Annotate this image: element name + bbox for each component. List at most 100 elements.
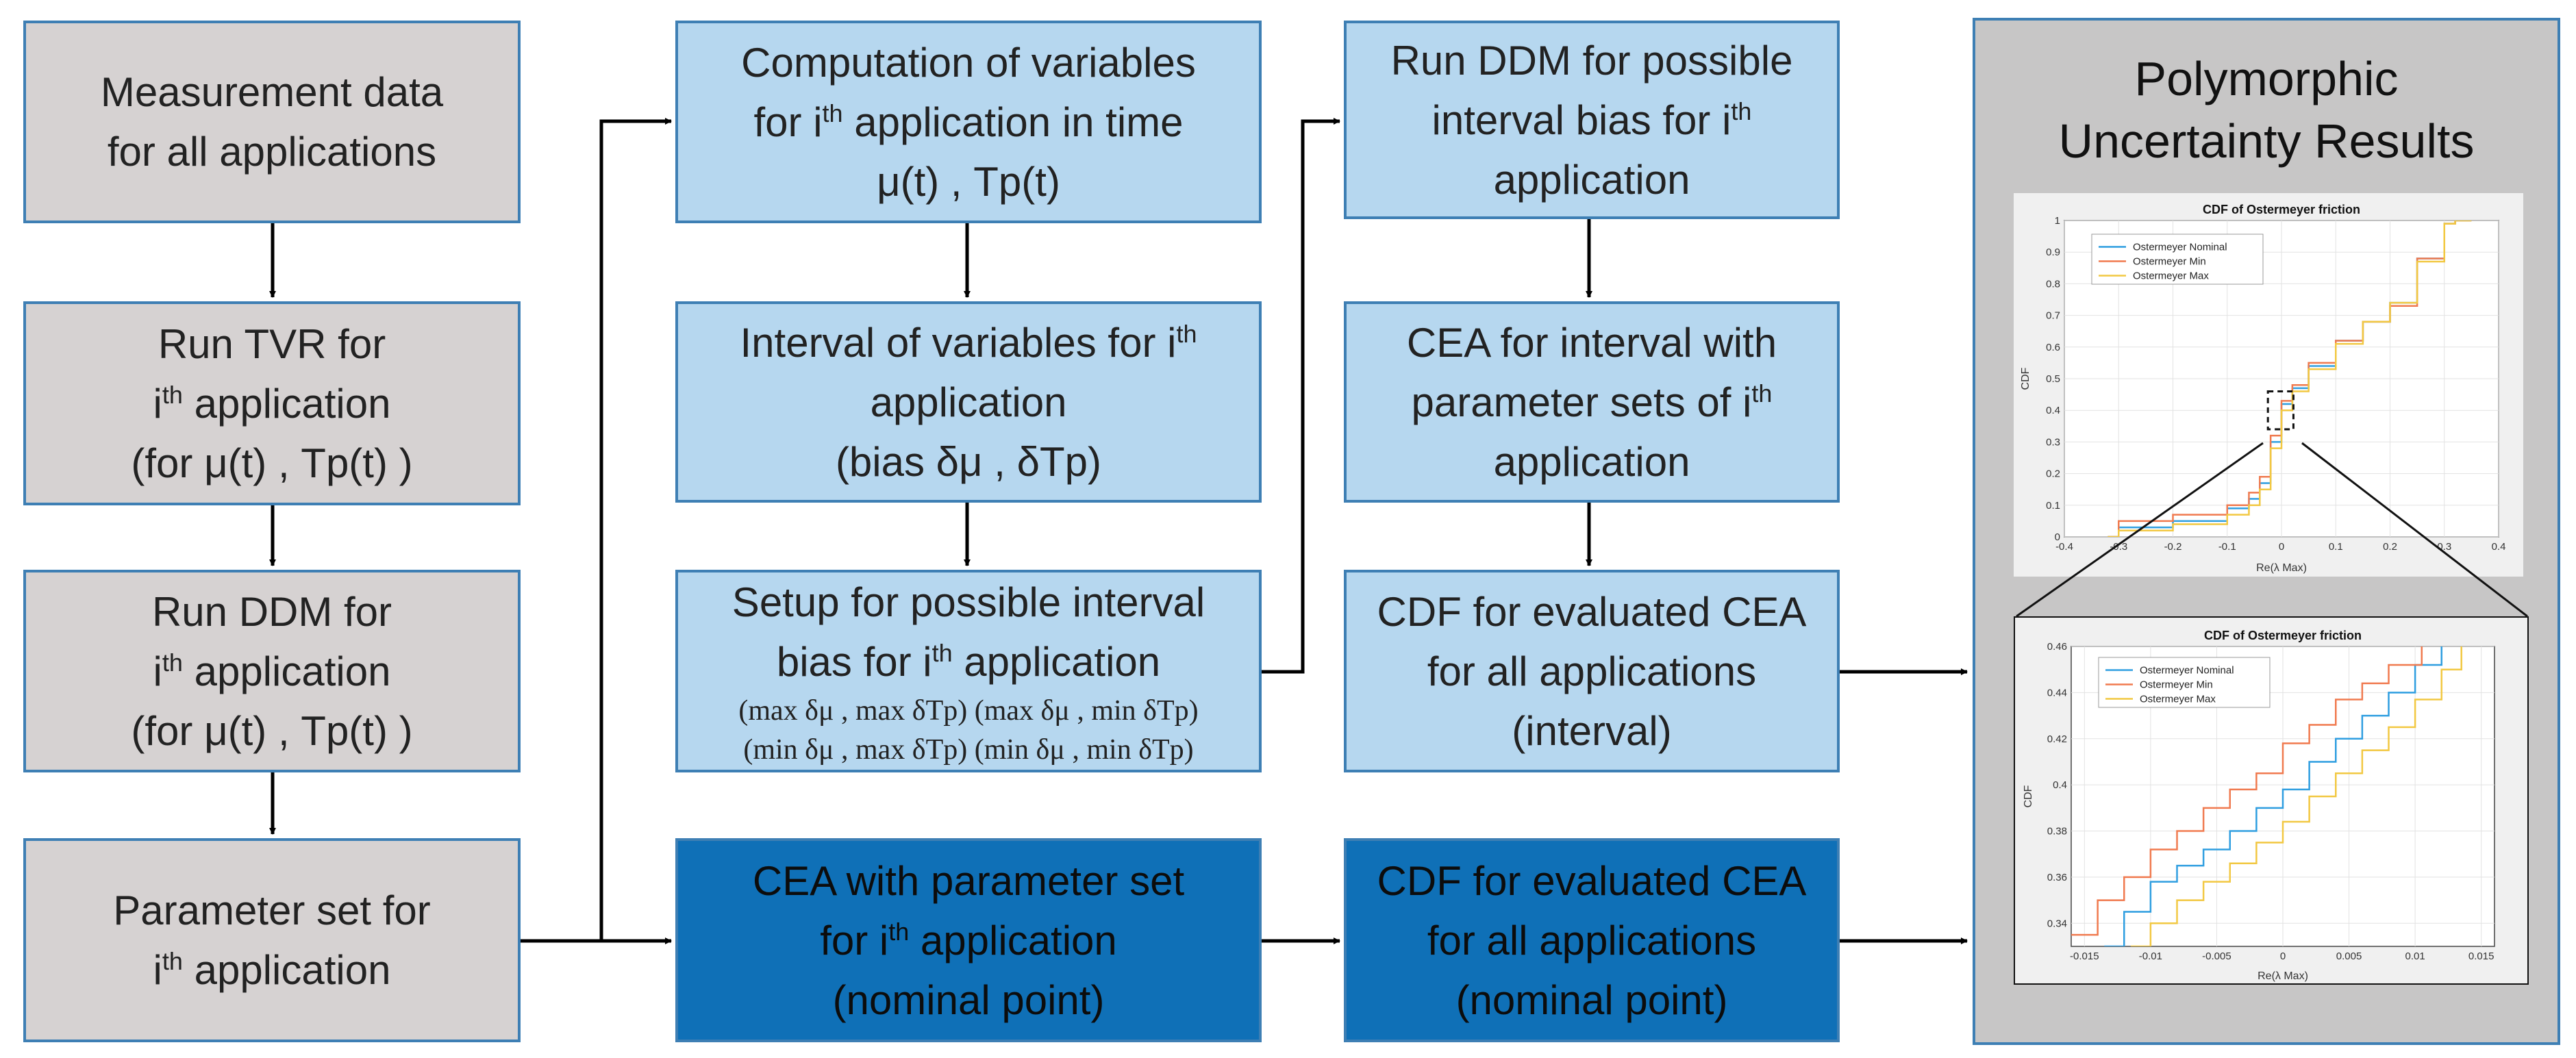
y-tick-label: 0.6 xyxy=(2046,342,2060,353)
y-tick-label: 0.46 xyxy=(2047,641,2067,653)
legend-box xyxy=(2098,657,2271,708)
superscript: th xyxy=(931,639,953,668)
superscript: th xyxy=(162,380,183,409)
results-title: Polymorphic Uncertainty Results xyxy=(1975,48,2558,173)
box-text: CDF for evaluated CEA xyxy=(1377,588,1807,635)
chart-title: CDF of Ostermeyer friction xyxy=(2203,203,2360,216)
series-line-2 xyxy=(2130,646,2462,946)
series-line-0 xyxy=(2104,646,2442,946)
box-text: for ith application xyxy=(820,911,1117,970)
box-text: Run DDM for possible xyxy=(1390,37,1793,84)
results-title-line: Polymorphic xyxy=(2134,52,2399,105)
box-text: for all applications xyxy=(1427,648,1757,694)
box-text: for all applications xyxy=(1427,917,1757,963)
x-tick-label: 0 xyxy=(2280,950,2286,962)
box-text: μ(t) , Tp(t) xyxy=(877,158,1060,205)
legend-label: Ostermeyer Min xyxy=(2133,256,2206,268)
box-text-rest: application xyxy=(182,947,391,993)
box-text: application xyxy=(1493,438,1690,485)
box-text: Measurement data xyxy=(100,69,444,115)
measurement-data-box: Measurement data for all applications xyxy=(23,21,521,223)
legend-label: Ostermeyer Min xyxy=(2140,679,2213,691)
cea-nominal-box: CEA with parameter set for ith applicati… xyxy=(675,838,1262,1042)
x-tick-label: -0.005 xyxy=(2202,950,2231,962)
arrow-setup-to-ddm xyxy=(1262,118,1340,674)
bias-combination: (min δμ , max δTp) (min δμ , min δTp) xyxy=(743,734,1194,766)
legend-label: Ostermeyer Max xyxy=(2133,270,2209,282)
y-tick-label: 0.42 xyxy=(2047,733,2067,745)
box-text: for ith application in time xyxy=(754,92,1184,152)
x-axis-label: Re(λ Max) xyxy=(2258,970,2308,982)
y-tick-label: 0.9 xyxy=(2046,247,2060,258)
box-text-a: for i xyxy=(753,99,823,145)
zoom-line-left xyxy=(2016,442,2264,618)
arrow-param-to-computation xyxy=(519,118,672,943)
parameter-set-box: Parameter set for ith application xyxy=(23,838,521,1042)
y-tick-label: 0.38 xyxy=(2047,826,2067,837)
x-tick-label: 0.1 xyxy=(2329,541,2343,553)
cea-interval-box: CEA for interval with parameter sets of … xyxy=(1344,301,1840,503)
y-tick-label: 0.44 xyxy=(2047,687,2067,698)
x-axis-label: Re(λ Max) xyxy=(2256,562,2307,574)
box-text: ith application xyxy=(153,648,391,694)
box-text-a: parameter sets of i xyxy=(1411,379,1752,425)
box-text: interval bias for ith xyxy=(1432,90,1752,150)
interval-variables-box: Interval of variables for ith applicatio… xyxy=(675,301,1262,503)
box-text: Parameter set for xyxy=(113,887,431,933)
box-text-a: Interval of variables for i xyxy=(740,319,1177,366)
y-tick-label: 0.5 xyxy=(2046,373,2060,385)
x-tick-label: -0.2 xyxy=(2164,541,2182,553)
box-text-rest: application xyxy=(182,648,391,694)
x-tick-label: -0.01 xyxy=(2139,950,2162,962)
y-tick-label: 0.4 xyxy=(2053,779,2067,791)
box-text: (for μ(t) , Tp(t) ) xyxy=(131,707,413,754)
run-ddm-box-left: Run DDM for ith application (for μ(t) , … xyxy=(23,570,521,772)
y-axis-label: CDF xyxy=(2020,367,2031,390)
superscript: th xyxy=(1176,319,1197,348)
computation-box: Computation of variables for ith applica… xyxy=(675,21,1262,223)
x-tick-label: -0.3 xyxy=(2110,541,2127,553)
box-text-b: application in time xyxy=(842,99,1184,145)
superscript: th xyxy=(822,99,843,127)
box-text: for all applications xyxy=(107,129,437,175)
box-text: (nominal point) xyxy=(1455,977,1728,1023)
y-tick-label: 0.36 xyxy=(2047,872,2067,883)
box-text-b: application xyxy=(952,639,1161,685)
box-text: bias for ith application xyxy=(777,632,1160,692)
box-text: Interval of variables for ith xyxy=(740,313,1197,373)
box-text-rest: application xyxy=(182,380,391,427)
box-text: (nominal point) xyxy=(832,977,1105,1023)
zoom-connector xyxy=(2016,442,2528,618)
cdf-interval-box: CDF for evaluated CEA for all applicatio… xyxy=(1344,570,1840,772)
results-title-line: Uncertainty Results xyxy=(2058,114,2475,168)
box-text: (for μ(t) , Tp(t) ) xyxy=(131,440,413,486)
box-text: parameter sets of ith xyxy=(1412,373,1773,432)
box-text: CEA with parameter set xyxy=(752,857,1185,904)
box-text: Setup for possible interval xyxy=(731,579,1205,626)
y-tick-label: 0.7 xyxy=(2046,310,2060,322)
superscript: th xyxy=(888,917,910,946)
zoom-line-right xyxy=(2301,442,2528,618)
box-text: application xyxy=(870,379,1067,425)
box-text-a: interval bias for i xyxy=(1431,97,1731,143)
box-text: CEA for interval with xyxy=(1406,319,1777,366)
x-tick-label: 0.015 xyxy=(2468,950,2494,962)
bias-combination: (max δμ , max δTp) (max δμ , min δTp) xyxy=(738,695,1199,727)
x-tick-label: 0.2 xyxy=(2383,541,2397,553)
y-tick-label: 1 xyxy=(2055,215,2060,227)
box-text: Run TVR for xyxy=(158,320,386,367)
y-tick-label: 0 xyxy=(2055,531,2060,543)
box-text: application xyxy=(1493,156,1690,203)
x-tick-label: 0.005 xyxy=(2336,950,2362,962)
y-axis-label: CDF xyxy=(2023,785,2034,807)
box-text: ith application xyxy=(153,380,391,427)
box-text-a: bias for i xyxy=(776,639,932,685)
superscript: th xyxy=(162,648,183,677)
box-text: (bias δμ , δTp) xyxy=(835,438,1102,485)
y-tick-label: 0.34 xyxy=(2047,918,2067,929)
legend-label: Ostermeyer Max xyxy=(2140,694,2216,705)
x-tick-label: -0.1 xyxy=(2218,541,2236,553)
x-tick-label: -0.4 xyxy=(2055,541,2073,553)
